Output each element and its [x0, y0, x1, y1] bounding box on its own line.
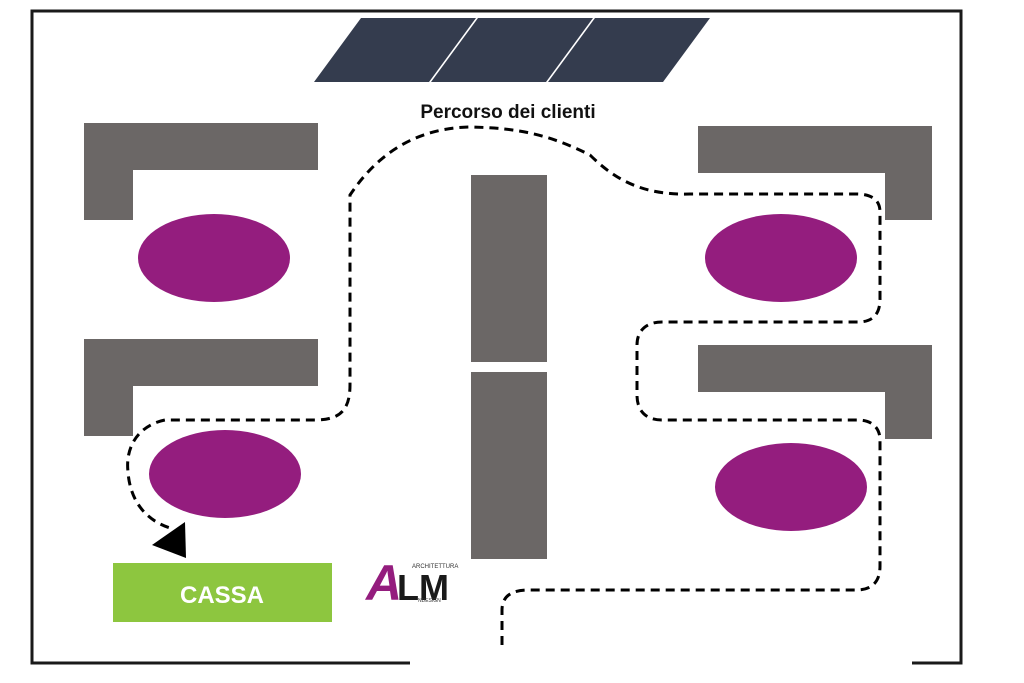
table-right-bottom — [715, 443, 867, 531]
route-arrow-head — [152, 522, 186, 558]
window-panel-3 — [548, 18, 710, 82]
wall-main — [30, 9, 963, 665]
checkout-counter: CASSA — [113, 563, 332, 622]
logo-letter-a: A — [364, 555, 402, 611]
checkout-label: CASSA — [180, 582, 264, 609]
shelf-center-top — [471, 175, 547, 362]
table-left-bottom — [149, 430, 301, 518]
table-left-top — [138, 214, 290, 302]
checkout-box — [113, 563, 332, 622]
shelf-right-top — [698, 126, 932, 220]
route-title: Percorso dei clienti — [420, 102, 595, 123]
display-tables — [138, 214, 867, 531]
shelf-right-bottom — [698, 345, 932, 439]
customer-route-path — [126, 125, 882, 645]
logo-letters-lm: LM — [397, 567, 449, 608]
store-walls — [30, 9, 963, 665]
shelf-center-bottom — [471, 372, 547, 559]
shelves — [84, 123, 932, 559]
window-panels — [314, 18, 710, 82]
window-panel-2 — [431, 18, 593, 82]
logo-small-text-2: NDESIGN — [418, 598, 441, 604]
window-panel-1 — [314, 18, 476, 82]
alm-logo: A LM ARCHITETTURA NDESIGN — [364, 555, 458, 611]
table-right-top — [705, 214, 857, 302]
shelf-left-bottom — [84, 339, 318, 436]
shelf-left-top — [84, 123, 318, 220]
logo-small-text-1: ARCHITETTURA — [412, 564, 458, 570]
